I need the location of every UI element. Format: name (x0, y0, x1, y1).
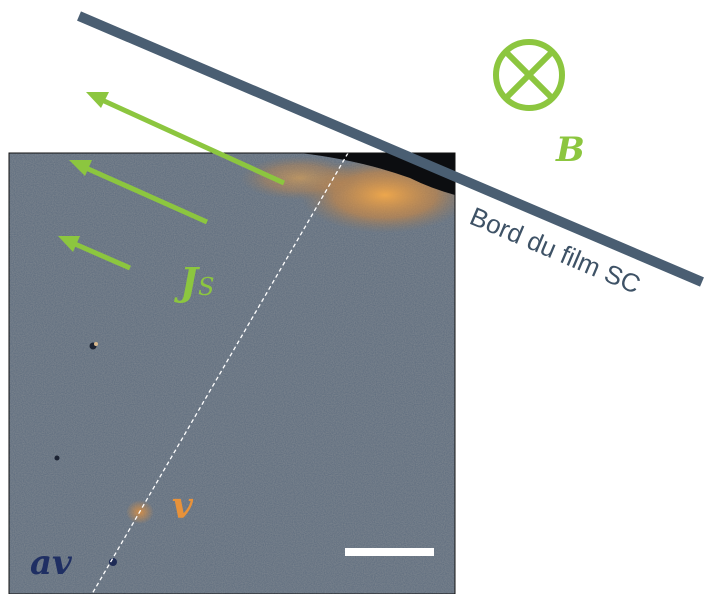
circle-cross-icon (493, 39, 565, 111)
magneto-optical-image (9, 153, 455, 594)
current-subscript: S (198, 273, 214, 301)
dashed-guide-line (91, 153, 349, 594)
antivortex-label: av (30, 543, 73, 583)
field-label: B (555, 130, 585, 170)
current-arrow (58, 236, 131, 271)
current-arrow (86, 92, 286, 186)
vortex-label: v (172, 485, 194, 527)
scale-bar (345, 548, 434, 556)
current-arrows (58, 92, 286, 271)
film-edge-bar (77, 11, 704, 287)
current-arrow (69, 160, 209, 225)
